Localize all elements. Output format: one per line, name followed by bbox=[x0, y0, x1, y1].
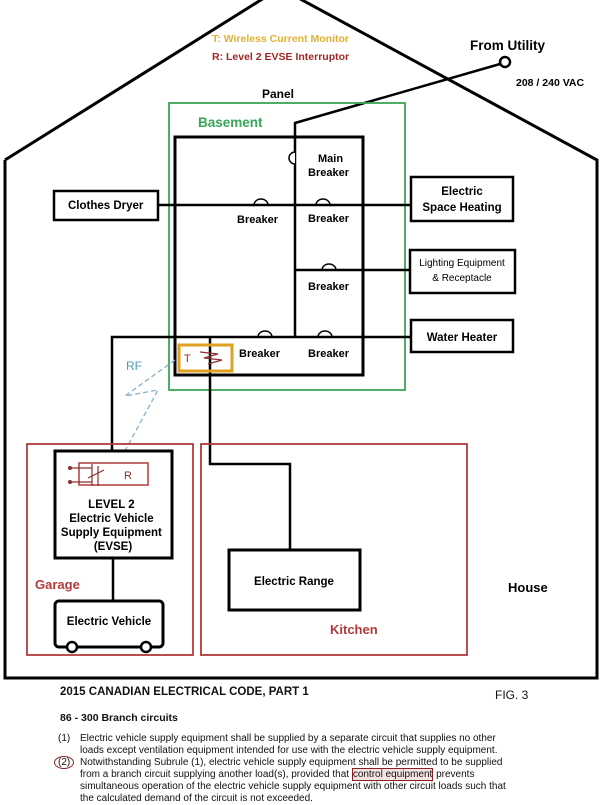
house-outline bbox=[3, 0, 599, 680]
rf-signal bbox=[119, 359, 176, 461]
lighting-label: Lighting Equipment& Receptacle bbox=[419, 258, 505, 284]
electric-range-box bbox=[227, 548, 362, 612]
evse-box bbox=[53, 449, 174, 560]
interruptor-r bbox=[78, 462, 149, 486]
r-symbol: R bbox=[124, 470, 132, 482]
utility-terminal bbox=[498, 55, 512, 69]
utility-label: From Utility bbox=[470, 38, 545, 53]
garage-label: Garage bbox=[35, 577, 80, 592]
current-monitor-t bbox=[177, 343, 234, 373]
electric-vehicle-label: Electric Vehicle bbox=[67, 616, 151, 628]
range-circuit bbox=[208, 337, 292, 550]
clothes-dryer-label: Clothes Dryer bbox=[68, 200, 144, 212]
figure-number: FIG. 3 bbox=[495, 688, 529, 702]
control-equipment-highlight: control equipment bbox=[351, 768, 434, 781]
evse-water-heater-circuit bbox=[110, 335, 411, 452]
wheel-icon bbox=[139, 640, 153, 654]
breaker-label: Breaker bbox=[308, 213, 350, 225]
basement-zone bbox=[168, 102, 406, 391]
evse-label: LEVEL 2 Electric Vehicle Supply Equipmen… bbox=[61, 499, 165, 553]
utility-feed bbox=[293, 62, 501, 150]
main-breaker-symbol bbox=[288, 151, 296, 165]
electric-vehicle-box bbox=[53, 599, 165, 649]
ct-coil-icon bbox=[199, 351, 223, 365]
breaker-symbol bbox=[321, 263, 337, 271]
utility-voltage: 208 / 240 VAC bbox=[516, 77, 585, 89]
rf-label: RF bbox=[126, 359, 142, 373]
breaker-symbol bbox=[253, 198, 331, 206]
kitchen-label: Kitchen bbox=[330, 622, 378, 637]
lighting-box bbox=[408, 248, 517, 295]
garage-zone bbox=[26, 443, 194, 656]
rule-2-number: (2) bbox=[54, 756, 75, 769]
breaker-label: Breaker bbox=[308, 281, 350, 293]
kitchen-zone bbox=[200, 443, 468, 656]
legend-t: T: Wireless Current Monitor bbox=[212, 33, 349, 45]
relay-contact-icon bbox=[70, 464, 105, 486]
legend-r: R: Level 2 EVSE Interruptor bbox=[212, 51, 349, 63]
breaker-label: Breaker bbox=[308, 348, 350, 360]
basement-label: Basement bbox=[198, 115, 263, 130]
breaker-label: Breaker bbox=[239, 348, 281, 360]
code-excerpt: 2015 CANADIAN ELECTRICAL CODE, PART 1 FI… bbox=[0, 680, 600, 804]
water-heater-box bbox=[409, 318, 515, 354]
wiring-diagram: T: Wireless Current Monitor R: Level 2 E… bbox=[3, 0, 599, 680]
water-heater-label: Water Heater bbox=[427, 332, 498, 344]
code-title: 2015 CANADIAN ELECTRICAL CODE, PART 1 bbox=[60, 686, 309, 698]
house-label: House bbox=[508, 580, 548, 595]
electric-range-label: Electric Range bbox=[254, 576, 334, 588]
breaker-label: Breaker bbox=[237, 214, 279, 226]
panel-label: Panel bbox=[262, 87, 294, 101]
t-symbol: T bbox=[184, 353, 191, 365]
clothes-dryer-box bbox=[52, 189, 160, 222]
code-heading: 86 - 300 Branch circuits bbox=[60, 712, 178, 724]
wheel-icon bbox=[65, 640, 79, 654]
space-heating-box bbox=[409, 175, 515, 223]
breaker-symbol bbox=[257, 330, 333, 338]
panel-box bbox=[173, 135, 365, 377]
